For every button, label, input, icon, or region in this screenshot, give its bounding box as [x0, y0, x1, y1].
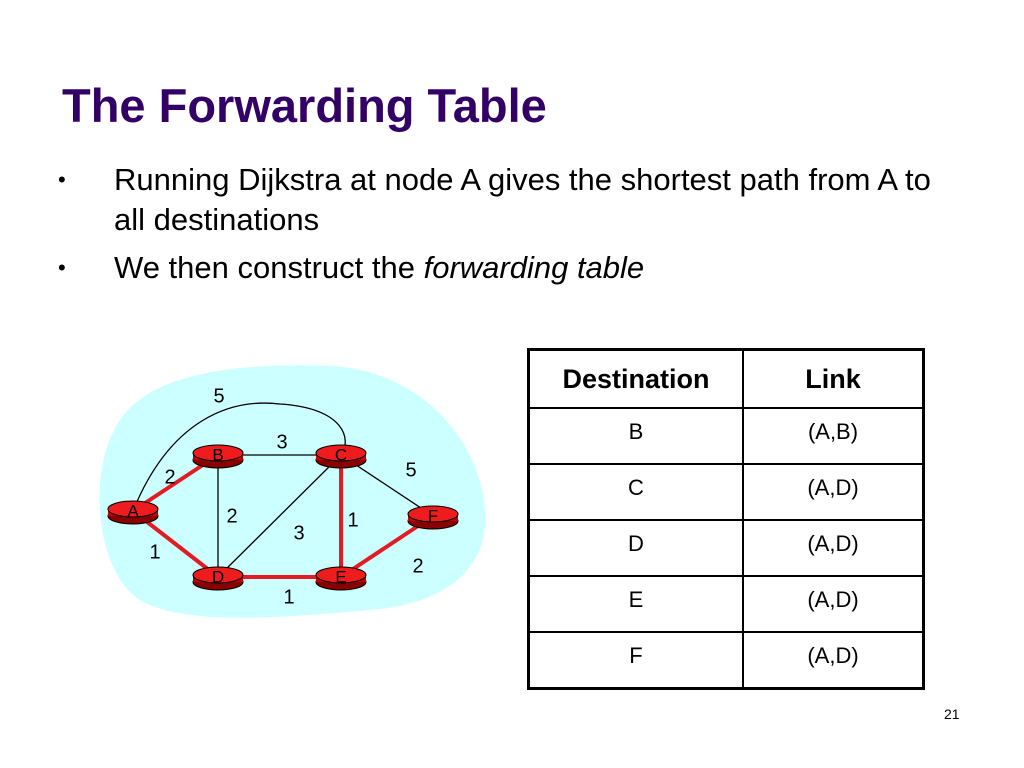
slide-title: The Forwarding Table — [62, 79, 547, 132]
router-f: F — [407, 505, 459, 530]
edge-cost-label: 5 — [405, 459, 416, 481]
table-row: B (A,B) — [527, 407, 925, 465]
edge-cost-label: 2 — [412, 555, 423, 577]
bullet-text: Running Dijkstra at node A gives the sho… — [114, 162, 931, 237]
router-label: A — [127, 501, 139, 520]
router-label: B — [212, 445, 223, 464]
destination-cell: D — [527, 519, 744, 577]
edge-cost-label: 2 — [226, 505, 237, 527]
edge-a-c — [132, 402, 346, 512]
network-cloud — [99, 365, 486, 618]
column-header-destination: Destination — [527, 348, 744, 409]
router-label: C — [335, 445, 347, 464]
router-label: F — [428, 506, 438, 525]
edge-cost-label: 3 — [276, 431, 287, 453]
bullet-emphasis: forwarding table — [423, 250, 645, 285]
edge-cost-label: 2 — [164, 466, 175, 488]
link-cell: (A,B) — [742, 407, 925, 465]
bullet-item: • We then construct the forwarding table — [58, 248, 938, 288]
column-header-link: Link — [742, 348, 925, 409]
table-row: D (A,D) — [527, 519, 925, 577]
table-header-row: Destination Link — [527, 348, 925, 409]
destination-cell: B — [527, 407, 744, 465]
destination-cell: E — [527, 575, 744, 633]
destination-cell: C — [527, 463, 744, 521]
router-a: A — [107, 500, 159, 525]
table-row: C (A,D) — [527, 463, 925, 521]
forwarding-table: Destination Link B (A,B) C (A,D) D (A,D)… — [527, 348, 925, 690]
destination-cell: F — [527, 631, 744, 689]
router-b: B — [192, 444, 244, 469]
router-e: E — [315, 566, 367, 591]
edge-cost-label: 1 — [283, 586, 294, 608]
page-number: 21 — [944, 706, 960, 722]
bullet-item: • Running Dijkstra at node A gives the s… — [58, 160, 938, 240]
bullet-dot-icon: • — [58, 167, 66, 192]
edge-cost-label: 3 — [293, 522, 304, 544]
table-row: E (A,D) — [527, 575, 925, 633]
bullet-dot-icon: • — [58, 255, 66, 280]
edge-c-d — [217, 454, 342, 578]
link-cell: (A,D) — [742, 463, 925, 521]
link-cell: (A,D) — [742, 631, 925, 689]
router-c: C — [315, 444, 367, 469]
edge-cost-label: 1 — [347, 509, 358, 531]
table-row: F (A,D) — [527, 631, 925, 689]
link-cell: (A,D) — [742, 519, 925, 577]
bullet-list: • Running Dijkstra at node A gives the s… — [58, 160, 938, 296]
edge-cost-label: 1 — [149, 541, 160, 563]
bullet-text: We then construct the — [114, 250, 424, 285]
edge-cost-label: 5 — [213, 385, 224, 407]
link-cell: (A,D) — [742, 575, 925, 633]
router-label: E — [335, 567, 346, 586]
router-label: D — [212, 567, 224, 586]
router-d: D — [192, 566, 244, 591]
